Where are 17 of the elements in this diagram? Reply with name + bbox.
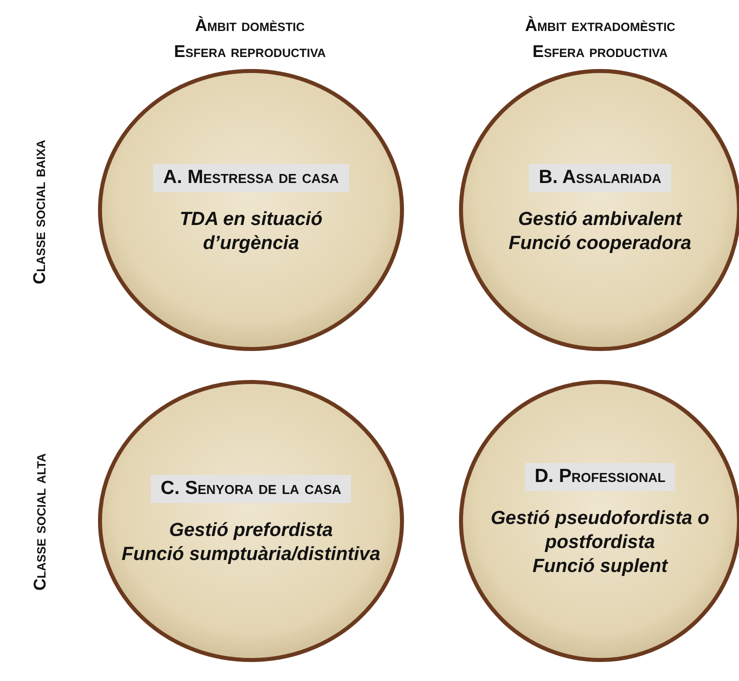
column-header: Esfera reproductiva — [174, 42, 326, 62]
ellipse-text: Funció suplent — [532, 554, 668, 579]
ellipse-text: TDA en situació d’urgència — [178, 208, 324, 256]
ellipse-heading: C. Senyora de la casa — [150, 475, 352, 504]
ellipse-text: Gestió ambivalent — [518, 208, 682, 232]
row-header: Classe social alta — [30, 453, 50, 591]
column-header: Esfera productiva — [532, 42, 668, 62]
ellipse-text: Funció cooperadora — [508, 232, 692, 256]
ellipse-heading: B. Assalariada — [528, 164, 672, 192]
ellipse-text: Funció sumptuària/distintiva — [122, 543, 380, 567]
ellipse-text: Gestió pseudofordista o postfordista — [490, 507, 710, 555]
column-header: Àmbit extradomèstic — [525, 16, 676, 36]
ellipse-heading: D. Professional — [524, 463, 676, 492]
ellipse-text: Gestió prefordista — [169, 519, 333, 543]
column-header: Àmbit domèstic — [195, 16, 305, 36]
ellipse-heading: A. Mestressa de casa — [153, 164, 349, 192]
row-header: Classe social baixa — [30, 140, 50, 284]
